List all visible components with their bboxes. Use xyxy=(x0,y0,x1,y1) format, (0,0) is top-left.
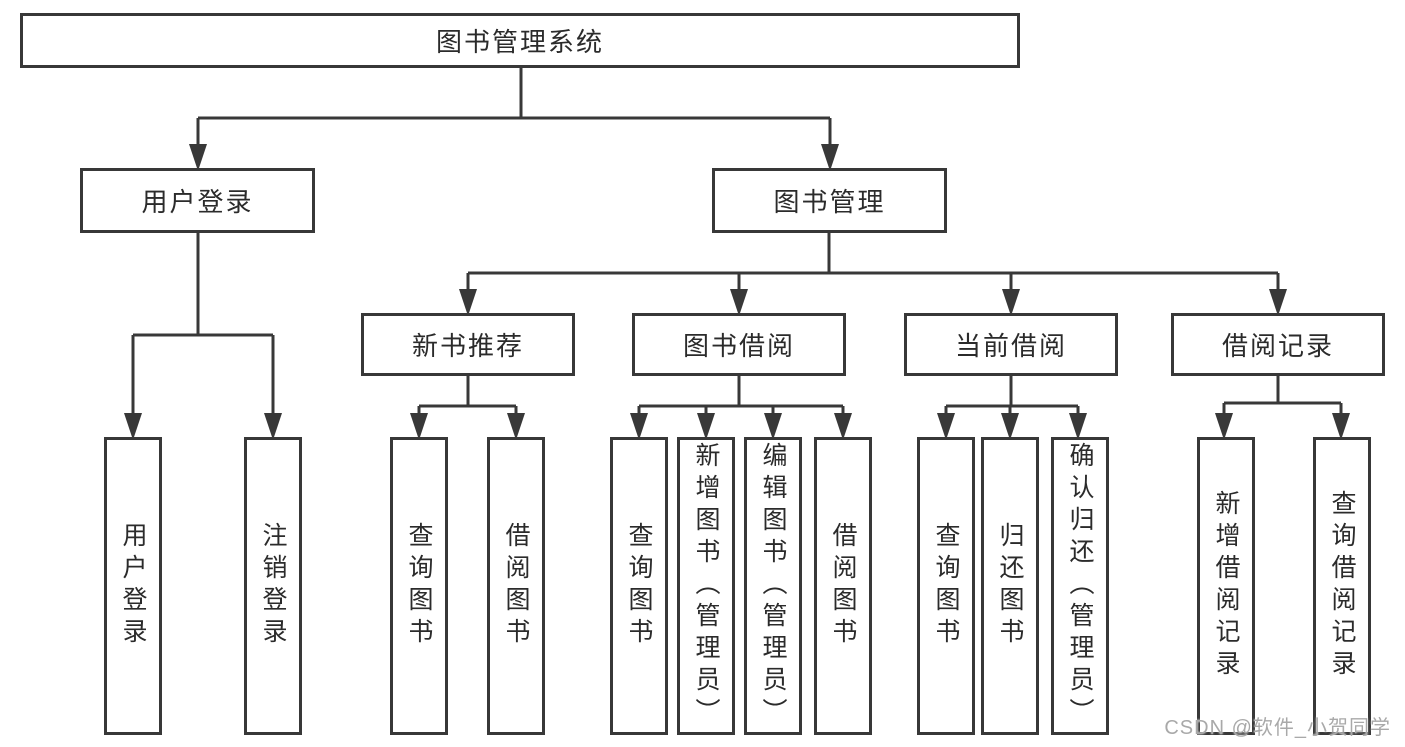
node-borrow-books-borrow: 借阅图书 xyxy=(814,437,872,735)
csdn-watermark: CSDN @软件_小贺同学 xyxy=(1164,717,1391,739)
node-return-books: 归还图书 xyxy=(981,437,1039,735)
node-new-book-recommendation: 新书推荐 xyxy=(361,313,575,376)
node-edit-books-admin: 编辑图书（管理员） xyxy=(744,437,802,735)
node-query-books-borrow: 查询图书 xyxy=(610,437,668,735)
node-confirm-return-admin: 确认归还（管理员） xyxy=(1051,437,1109,735)
node-borrowing-records: 借阅记录 xyxy=(1171,313,1385,376)
node-user-login: 用户登录 xyxy=(80,168,315,233)
node-current-borrowing: 当前借阅 xyxy=(904,313,1118,376)
arrowhead-icons xyxy=(124,144,1350,440)
node-query-books-current: 查询图书 xyxy=(917,437,975,735)
node-user-login-action: 用户登录 xyxy=(104,437,162,735)
node-borrow-books-newrec: 借阅图书 xyxy=(487,437,545,735)
node-library-management-system: 图书管理系统 xyxy=(20,13,1020,68)
node-add-borrow-record: 新增借阅记录 xyxy=(1197,437,1255,735)
node-add-books-admin: 新增图书（管理员） xyxy=(677,437,735,735)
node-logout-action: 注销登录 xyxy=(244,437,302,735)
node-book-borrowing: 图书借阅 xyxy=(632,313,846,376)
node-book-management: 图书管理 xyxy=(712,168,947,233)
node-query-books-newrec: 查询图书 xyxy=(390,437,448,735)
node-query-borrow-record: 查询借阅记录 xyxy=(1313,437,1371,735)
